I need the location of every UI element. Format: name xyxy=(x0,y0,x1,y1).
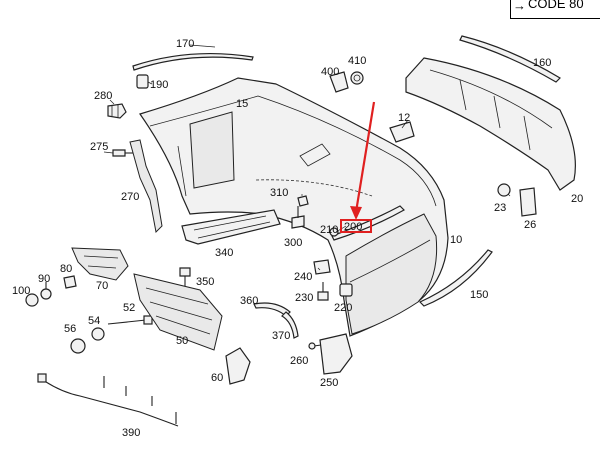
label-300: 300 xyxy=(284,237,302,249)
part-170-strip[interactable] xyxy=(132,52,254,71)
label-260: 260 xyxy=(290,355,308,367)
label-26: 26 xyxy=(524,219,536,231)
label-150: 150 xyxy=(470,289,488,301)
label-400: 400 xyxy=(321,66,339,78)
part-300-bolt[interactable] xyxy=(291,206,305,229)
part-210-clip[interactable] xyxy=(329,227,339,237)
label-210: 210 xyxy=(320,224,338,236)
label-410: 410 xyxy=(348,55,366,67)
label-200: 200 xyxy=(344,221,362,233)
part-12-cap[interactable] xyxy=(389,121,415,143)
part-80-fastener[interactable] xyxy=(63,275,77,289)
part-60-sensor[interactable] xyxy=(225,347,251,385)
label-52: 52 xyxy=(123,302,135,314)
part-240-bracket[interactable] xyxy=(313,259,331,275)
label-12: 12 xyxy=(398,112,410,124)
part-410-ring[interactable] xyxy=(350,71,364,85)
part-23-bolt[interactable] xyxy=(497,183,511,197)
part-52-bolt[interactable] xyxy=(107,315,153,325)
label-275: 275 xyxy=(90,141,108,153)
part-275-bolt[interactable] xyxy=(112,149,134,157)
label-240: 240 xyxy=(294,271,312,283)
part-250-bracket[interactable] xyxy=(319,333,353,375)
part-400-sensor[interactable] xyxy=(329,71,349,93)
label-90: 90 xyxy=(38,273,50,285)
part-50-absorber[interactable] xyxy=(133,273,223,351)
label-160: 160 xyxy=(533,57,551,69)
label-310: 310 xyxy=(270,187,288,199)
code-box xyxy=(510,0,600,19)
arrow-icon: → xyxy=(513,0,526,13)
label-60: 60 xyxy=(211,372,223,384)
part-340-grille[interactable] xyxy=(181,209,281,245)
label-170: 170 xyxy=(176,38,194,50)
code-label: CODE 80 xyxy=(528,0,584,11)
label-20: 20 xyxy=(571,193,583,205)
part-100-nut[interactable] xyxy=(25,293,39,307)
label-50: 50 xyxy=(176,335,188,347)
part-26-bracket[interactable] xyxy=(519,187,537,217)
label-250: 250 xyxy=(320,377,338,389)
label-56: 56 xyxy=(64,323,76,335)
part-370-strip[interactable] xyxy=(281,311,299,339)
part-390-harness[interactable] xyxy=(37,373,179,427)
part-270-bracket[interactable] xyxy=(129,139,163,234)
part-70-bracket[interactable] xyxy=(71,247,129,281)
label-270: 270 xyxy=(121,191,139,203)
part-280-bracket[interactable] xyxy=(107,103,127,119)
part-350-bolt[interactable] xyxy=(179,267,191,286)
label-220: 220 xyxy=(334,302,352,314)
label-230: 230 xyxy=(295,292,313,304)
label-280: 280 xyxy=(94,90,112,102)
leader-lines xyxy=(103,44,511,271)
label-340: 340 xyxy=(215,247,233,259)
label-70: 70 xyxy=(96,280,108,292)
part-220-nut[interactable] xyxy=(339,283,353,297)
label-360: 360 xyxy=(240,295,258,307)
part-310-fastener[interactable] xyxy=(297,195,309,207)
label-80: 80 xyxy=(60,263,72,275)
highlight-200 xyxy=(340,101,376,233)
part-10-lower-bumper[interactable] xyxy=(345,213,438,335)
label-10: 10 xyxy=(450,234,462,246)
part-160-diffuser[interactable] xyxy=(405,35,576,191)
label-15: 15 xyxy=(236,98,248,110)
part-190-clip[interactable] xyxy=(136,74,149,89)
part-150-strip[interactable] xyxy=(418,249,493,307)
part-230-bolt[interactable] xyxy=(317,282,329,301)
label-370: 370 xyxy=(272,330,290,342)
part-56-nut[interactable] xyxy=(70,338,86,354)
part-90-bolt[interactable] xyxy=(40,282,52,300)
label-54: 54 xyxy=(88,315,100,327)
label-350: 350 xyxy=(196,276,214,288)
part-54-nut[interactable] xyxy=(91,327,105,341)
label-100: 100 xyxy=(12,285,30,297)
label-390: 390 xyxy=(122,427,140,439)
label-190: 190 xyxy=(150,79,168,91)
label-23: 23 xyxy=(494,202,506,214)
